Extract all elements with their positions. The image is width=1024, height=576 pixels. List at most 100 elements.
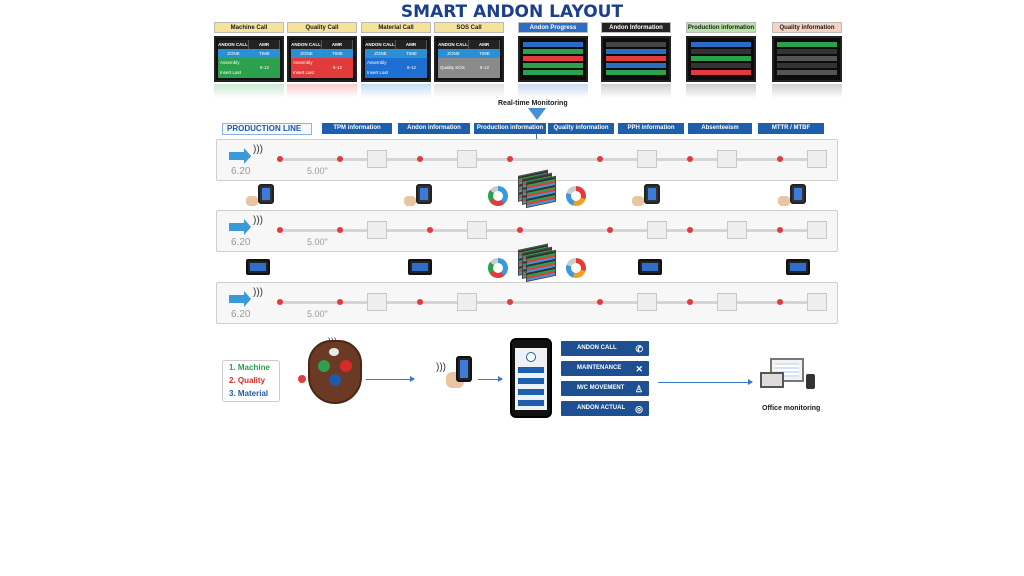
station-marker bbox=[507, 156, 513, 162]
station-box bbox=[367, 293, 387, 311]
phone-icon: ✆ bbox=[635, 344, 643, 354]
cell: TIME bbox=[406, 51, 417, 56]
col-header: ANDON CALL bbox=[438, 40, 469, 49]
panel-header: Quality Call bbox=[287, 22, 357, 33]
cell: ZONE bbox=[374, 51, 387, 56]
arrow-icon bbox=[229, 219, 251, 235]
col-header: AMR bbox=[249, 40, 280, 49]
legend-material: 3. Material bbox=[229, 389, 269, 398]
donut-chart-icon bbox=[566, 186, 586, 206]
production-information-panel: Production information bbox=[686, 22, 756, 100]
station-marker bbox=[777, 299, 783, 305]
menu-label: M/C MOVEMENT bbox=[577, 385, 625, 391]
office-devices-icon bbox=[758, 358, 818, 398]
cell: ZONE bbox=[300, 51, 313, 56]
station-marker bbox=[597, 299, 603, 305]
legend-machine: 1. Machine bbox=[229, 363, 270, 372]
panel-header: Andon Progress bbox=[518, 22, 588, 33]
flow-arrow-icon bbox=[658, 379, 753, 385]
smartphone-icon bbox=[258, 184, 274, 204]
reflection bbox=[601, 84, 671, 98]
station-marker bbox=[277, 227, 283, 233]
menu-label: ANDON CALL bbox=[577, 345, 617, 351]
station-marker bbox=[607, 227, 613, 233]
donut-chart-icon bbox=[488, 186, 508, 206]
station-marker bbox=[277, 299, 283, 305]
col-header: ANDON CALL bbox=[291, 40, 322, 49]
andon-remote-button-device bbox=[308, 340, 362, 404]
tag-quality-information: Quality information bbox=[548, 123, 614, 134]
station-marker bbox=[417, 299, 423, 305]
smartphone-icon bbox=[416, 184, 432, 204]
smartphone-icon bbox=[644, 184, 660, 204]
arrow-icon bbox=[229, 291, 251, 307]
station-marker bbox=[507, 299, 513, 305]
panel-header: Machine Call bbox=[214, 22, 284, 33]
col-header: AMR bbox=[396, 40, 427, 49]
line-rate: 5.00" bbox=[307, 309, 328, 319]
reflection bbox=[772, 84, 842, 98]
cell: 6-12 bbox=[480, 65, 490, 70]
station-box bbox=[367, 150, 387, 168]
mc-movement-button[interactable]: M/C MOVEMENT ♙ bbox=[561, 381, 649, 396]
cell: TIME bbox=[479, 51, 490, 56]
line-speed: 6.20 bbox=[231, 309, 251, 320]
donut-chart-icon bbox=[566, 258, 586, 278]
signal-dot bbox=[298, 375, 306, 383]
tablet-icon bbox=[408, 259, 432, 275]
cell: Insert Last bbox=[220, 70, 242, 75]
arrow-icon bbox=[229, 148, 251, 164]
production-line-strip: ))) 6.20 5.00" bbox=[216, 282, 838, 324]
station-box bbox=[727, 221, 747, 239]
line-rate: 5.00" bbox=[307, 237, 328, 247]
reflection bbox=[214, 84, 284, 98]
material-call-button bbox=[329, 374, 341, 386]
maintenance-button[interactable]: MAINTENANCE ✕ bbox=[561, 361, 649, 376]
andon-information-panel: Andon Information bbox=[601, 22, 671, 100]
smartphone-icon bbox=[806, 374, 815, 389]
panel-header: Production information bbox=[686, 22, 756, 33]
tag-production-information: Production information bbox=[474, 123, 546, 134]
wrench-icon: ✕ bbox=[635, 364, 643, 374]
wifi-icon: ))) bbox=[253, 215, 263, 226]
legend-quality: 2. Quality bbox=[229, 376, 266, 385]
reflection bbox=[518, 84, 588, 98]
reflection bbox=[686, 84, 756, 98]
station-marker bbox=[777, 156, 783, 162]
station-marker bbox=[687, 227, 693, 233]
station-box bbox=[717, 150, 737, 168]
station-box bbox=[807, 293, 827, 311]
dashboard-screens-icon bbox=[518, 242, 556, 283]
smartphone-icon bbox=[456, 356, 472, 382]
cell: ZONE bbox=[227, 51, 240, 56]
cell: Insert Last bbox=[293, 70, 315, 75]
line-speed: 6.20 bbox=[231, 166, 251, 177]
cell: Assembly bbox=[367, 60, 387, 65]
dashboard-screens-icon bbox=[518, 168, 556, 209]
cell: 6-12 bbox=[260, 65, 270, 70]
station-box bbox=[457, 293, 477, 311]
wifi-icon: ))) bbox=[253, 287, 263, 298]
flow-arrow-icon bbox=[478, 376, 503, 382]
andon-actual-button[interactable]: ANDON ACTUAL ◎ bbox=[561, 401, 649, 416]
station-marker bbox=[517, 227, 523, 233]
station-box bbox=[717, 293, 737, 311]
station-marker bbox=[687, 156, 693, 162]
hand-icon bbox=[404, 196, 416, 206]
station-box bbox=[457, 150, 477, 168]
cell: Insert Last bbox=[367, 70, 389, 75]
col-header: ANDON CALL bbox=[218, 40, 249, 49]
cell: TIME bbox=[332, 51, 343, 56]
cell: 6-12 bbox=[333, 65, 343, 70]
quality-information-panel: Quality information bbox=[772, 22, 842, 100]
panel-header: Andon Information bbox=[601, 22, 671, 33]
station-box bbox=[807, 150, 827, 168]
hand-icon bbox=[632, 196, 644, 206]
donut-chart-icon bbox=[488, 258, 508, 278]
andon-call-button[interactable]: ANDON CALL ✆ bbox=[561, 341, 649, 356]
production-line-strip: ))) 6.20 5.00" bbox=[216, 210, 838, 252]
globe-icon: ◎ bbox=[635, 404, 643, 414]
